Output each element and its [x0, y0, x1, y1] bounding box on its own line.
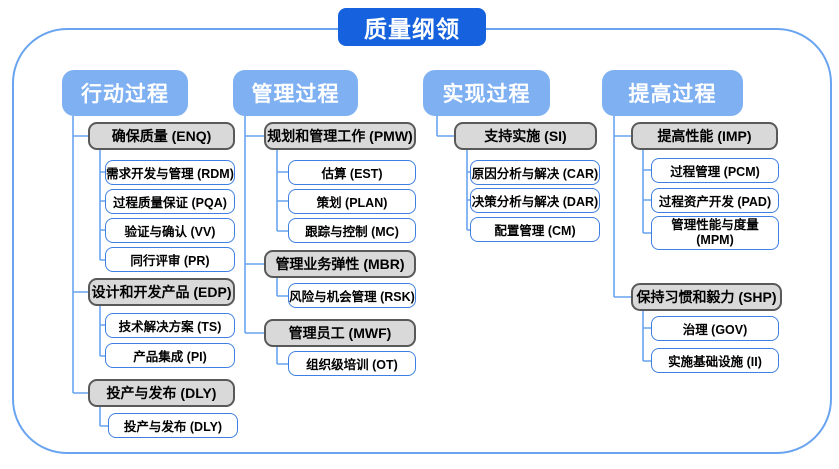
- node-plan: 策划 (PLAN): [288, 189, 416, 214]
- connector-col2-mwf: [276, 347, 288, 365]
- node-dly-child: 投产与发布 (DLY): [108, 413, 238, 438]
- node-pqa: 过程质量保证 (PQA): [105, 189, 235, 214]
- node-dar: 决策分析与解决 (DAR): [470, 188, 600, 213]
- connector-col1-dly: [99, 407, 108, 427]
- node-est: 估算 (EST): [288, 160, 416, 185]
- node-mc: 跟踪与控制 (MC): [288, 218, 416, 243]
- node-rsk: 风险与机会管理 (RSK): [288, 283, 416, 308]
- node-edp: 设计和开发产品 (EDP): [88, 278, 235, 306]
- connector-col4-spine: [613, 116, 631, 298]
- node-mbr: 管理业务弹性 (MBR): [264, 250, 416, 278]
- node-imp: 提高性能 (IMP): [631, 122, 778, 150]
- connector-col4-imp: [642, 150, 651, 234]
- connector-col4-shp: [642, 311, 651, 362]
- connector-col2-pmw: [276, 150, 288, 232]
- node-pmw: 规划和管理工作 (PMW): [264, 122, 416, 150]
- node-shp: 保持习惯和毅力 (SHP): [631, 283, 782, 311]
- diagram-title: 质量纲领: [338, 8, 486, 46]
- node-mpm: 管理性能与度量 (MPM): [651, 216, 779, 250]
- node-pad: 过程资产开发 (PAD): [651, 188, 779, 213]
- node-pcm: 过程管理 (PCM): [651, 158, 779, 183]
- connector-col1-edp: [99, 306, 105, 357]
- connector-col2-mbr: [276, 278, 288, 297]
- node-pi: 产品集成 (PI): [105, 343, 235, 368]
- connector-col1-spine: [72, 116, 88, 394]
- node-ts: 技术解决方案 (TS): [105, 313, 235, 338]
- node-mwf: 管理员工 (MWF): [264, 319, 416, 347]
- node-gov: 治理 (GOV): [651, 316, 779, 341]
- column-header-implementation-process: 实现过程: [423, 70, 550, 116]
- node-car: 原因分析与解决 (CAR): [470, 160, 600, 185]
- connector-col1-enq: [99, 150, 105, 261]
- node-ii: 实施基础设施 (II): [651, 348, 779, 373]
- connector-col3-si: [466, 150, 470, 231]
- node-enq: 确保质量 (ENQ): [88, 122, 235, 150]
- column-header-management-process: 管理过程: [233, 70, 358, 116]
- node-dly: 投产与发布 (DLY): [88, 379, 235, 407]
- column-header-improvement-process: 提高过程: [602, 70, 743, 116]
- connector-col2-spine: [244, 116, 264, 334]
- node-pr: 同行评审 (PR): [105, 247, 235, 272]
- node-si: 支持实施 (SI): [454, 122, 597, 150]
- node-rdm: 需求开发与管理 (RDM): [105, 160, 235, 185]
- node-cm: 配置管理 (CM): [470, 217, 600, 242]
- node-ot: 组织级培训 (OT): [288, 351, 416, 376]
- connector-col3-spine: [436, 116, 454, 137]
- node-vv: 验证与确认 (VV): [105, 218, 235, 243]
- column-header-action-process: 行动过程: [62, 70, 188, 116]
